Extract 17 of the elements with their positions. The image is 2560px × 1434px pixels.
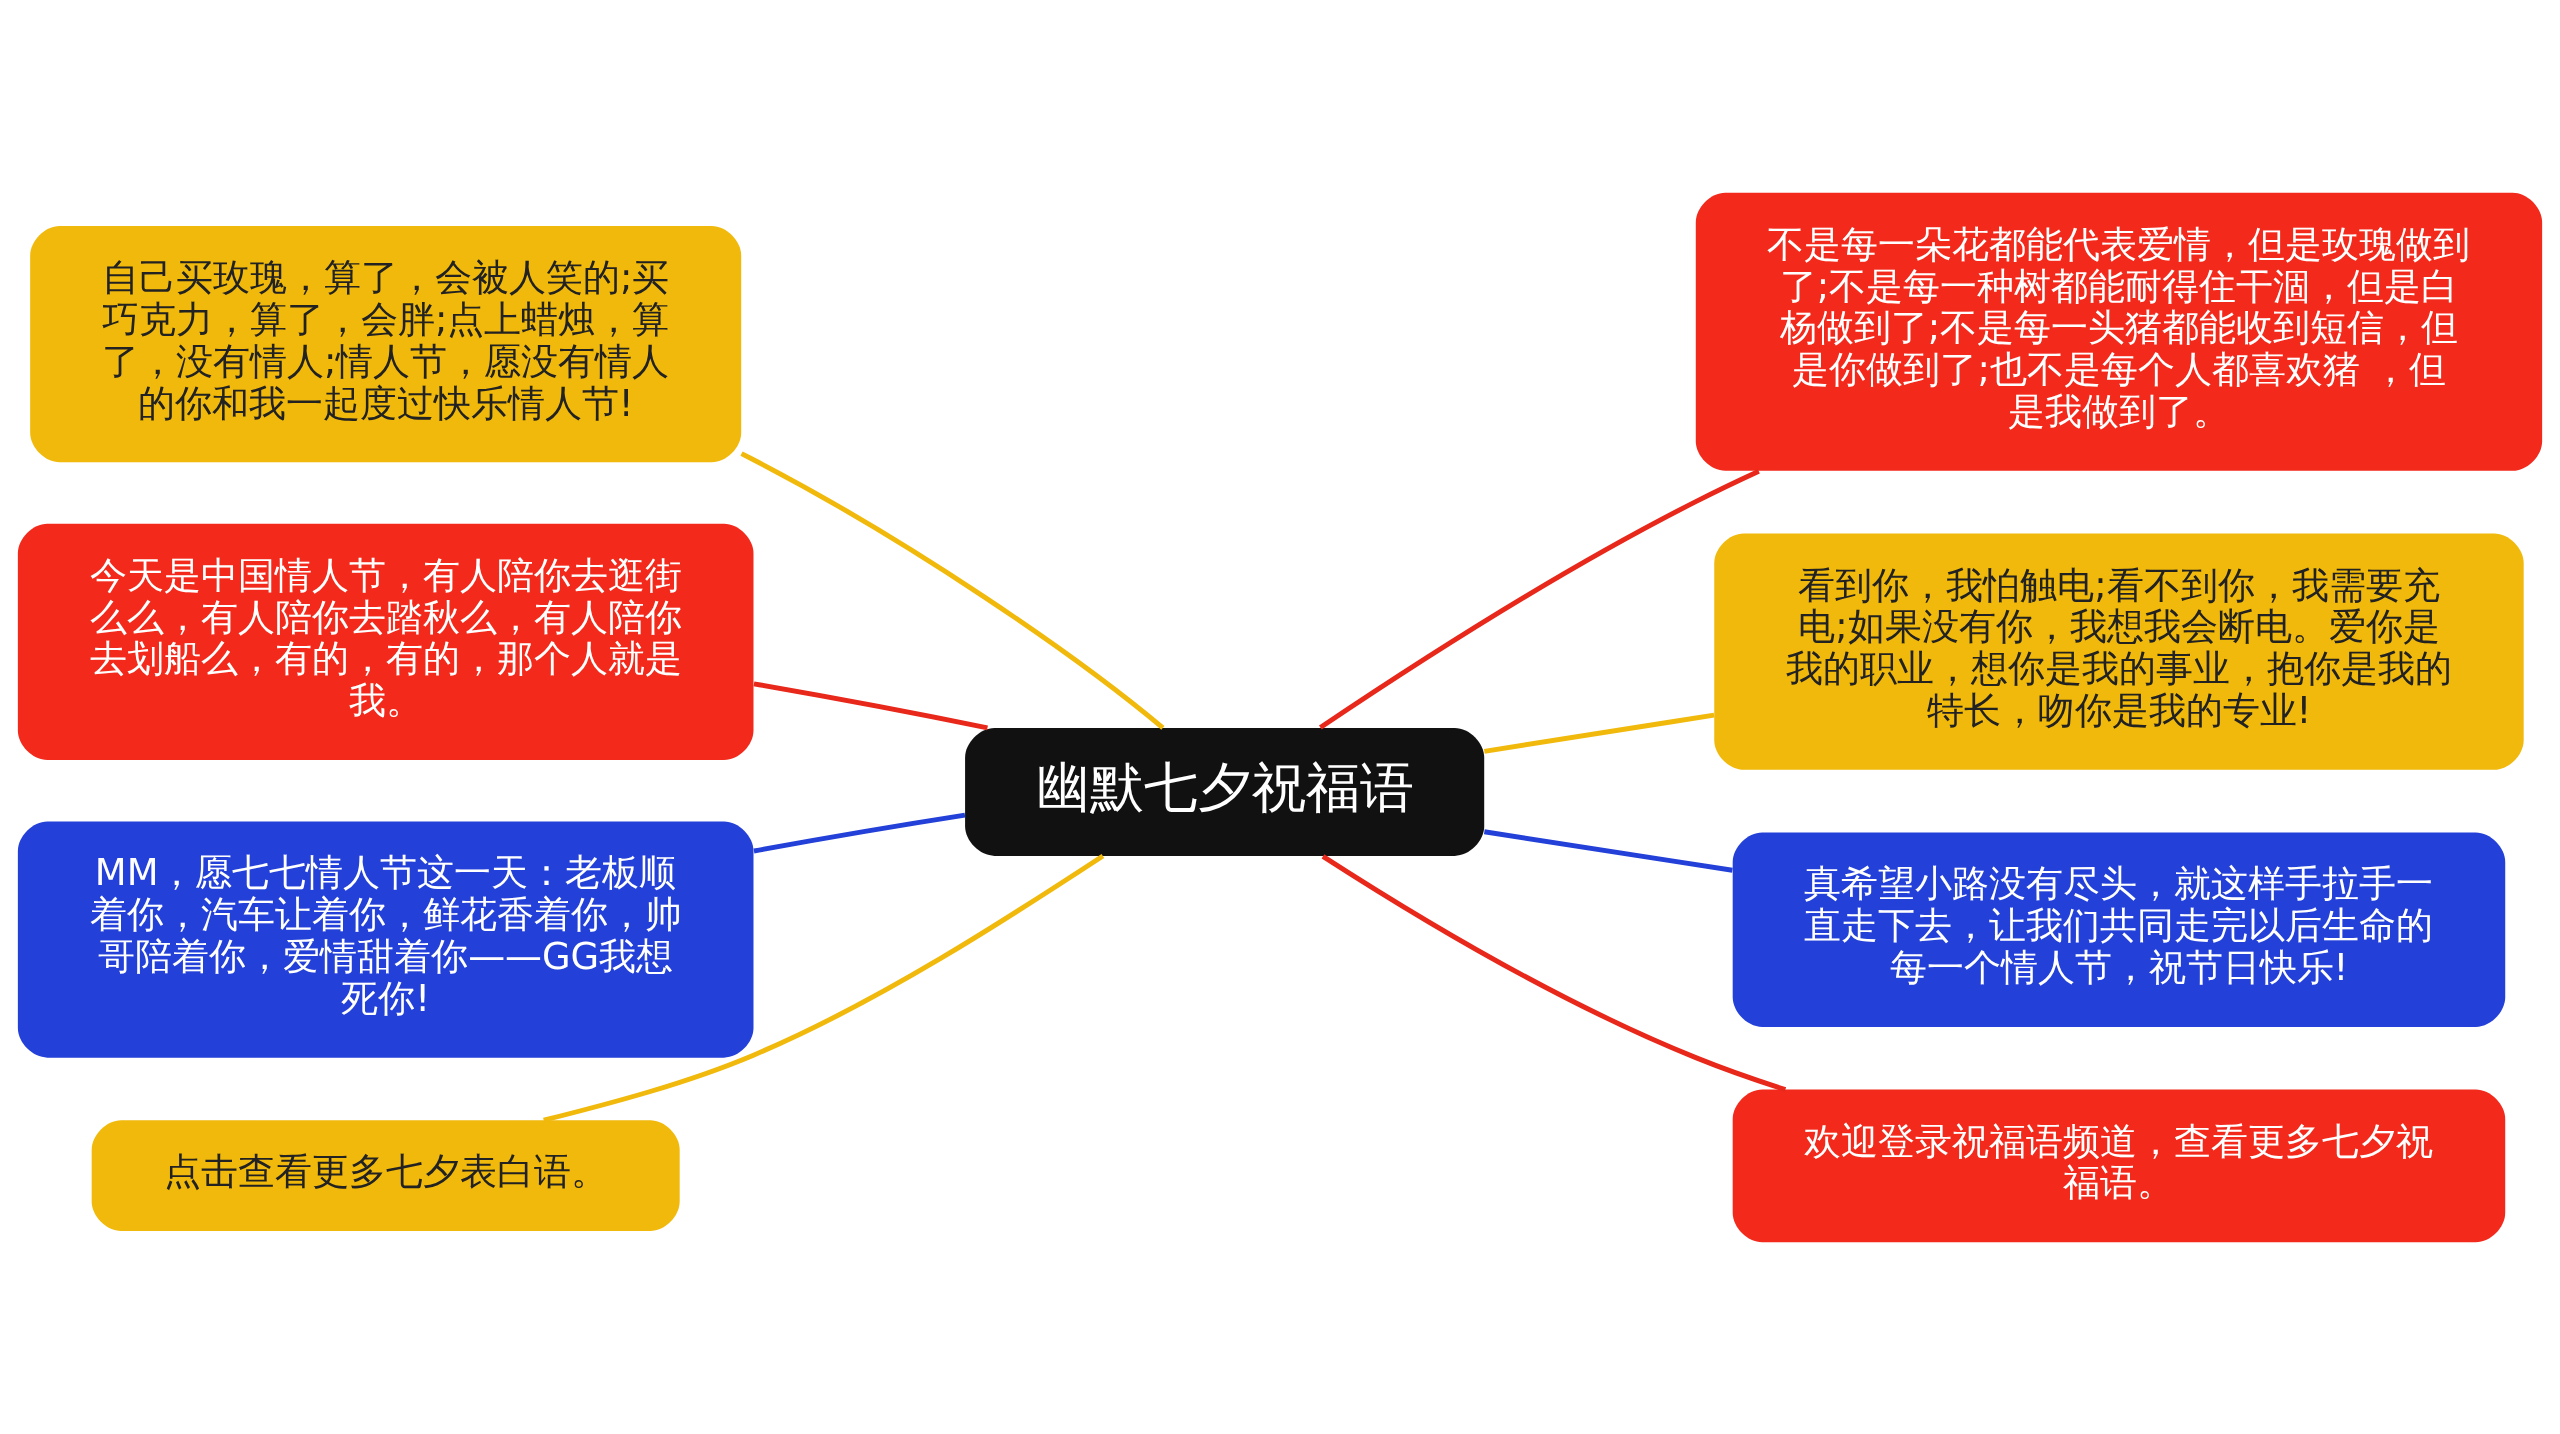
connector — [1319, 468, 1760, 730]
node-box: 看到你，我怕触电;看不到你，我需要充电;如果没有你，我想我会断电。爱你是我的职业，想你是我的事业，抱你是我的特长，吻你是我的专业! — [1714, 533, 2524, 770]
node-box: 不是每一朵花都能代表爱情，但是玫瑰做到了;不是每一种树都能耐得住干涸，但是白杨做到了;不是每一头猪都能收到短信，但是你做到了;也不是每个人都喜欢猪 ，但是我做到了。 — [1695, 192, 2543, 471]
node-box: 今天是中国情人节，有人陪你去逛街么么，有人陪你去踏秋么，有人陪你去划船么，有的，有的，那个人就是我。 — [17, 523, 754, 760]
connector — [543, 853, 1105, 1123]
node-box: 幽默七夕祝福语 — [965, 727, 1485, 856]
node-box: MM，愿七七情人节这一天：老板顺着你，汽车让着你，鲜花香着你，帅哥陪着你，爱情甜着你——GG我想死你! — [17, 820, 754, 1058]
node-box: 自己买玫瑰，算了，会被人笑的;买巧克力，算了，会胖;点上蜡烛，算了，没有情人;情人节，愿没有情人的你和我一起度过快乐情人节! — [30, 225, 742, 462]
connector — [740, 451, 1165, 730]
connector — [753, 680, 988, 730]
node-box: 真希望小路没有尽头，就这样手拉手一直走下去，让我们共同走完以后生命的每一个情人节，祝节日快乐! — [1732, 832, 2506, 1027]
connector — [1483, 712, 1715, 754]
node-box: 点击查看更多七夕表白语。 — [91, 1119, 680, 1231]
connector — [753, 812, 966, 853]
node-box: 欢迎登录祝福语频道，查看更多七夕祝福语。 — [1732, 1089, 2506, 1242]
connector — [1483, 828, 1733, 873]
connector — [1321, 853, 1787, 1092]
